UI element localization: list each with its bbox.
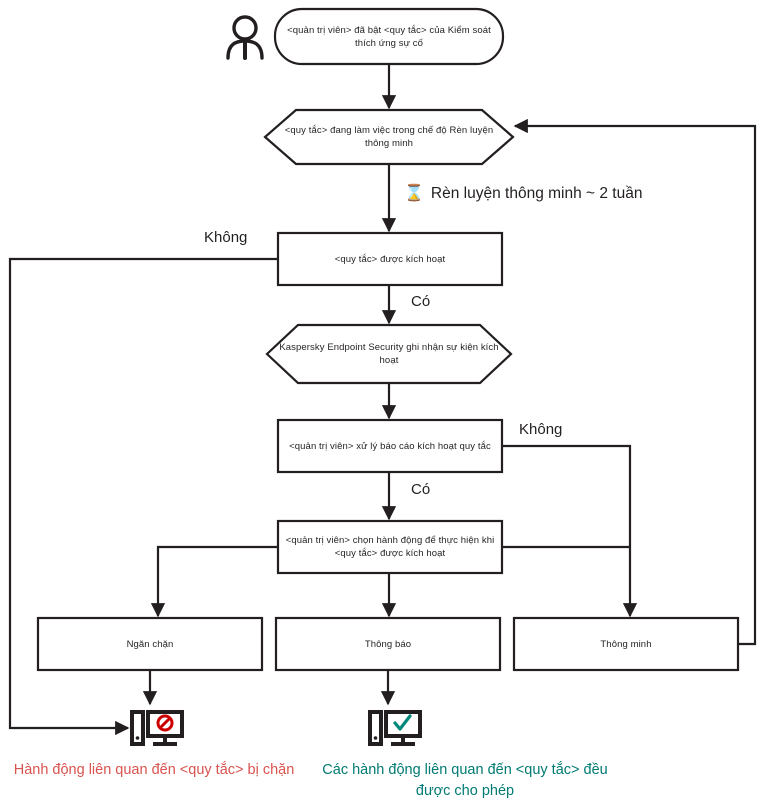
node-start-shape xyxy=(273,7,505,66)
outcome-blocked-caption: Hành động liên quan đến <quy tắc> bị chặ… xyxy=(13,762,295,778)
computer-allowed-icon xyxy=(368,710,422,746)
node-kes-event-shape xyxy=(265,323,513,385)
computer-blocked-icon xyxy=(130,710,184,746)
node-rule-triggered-shape xyxy=(276,231,504,287)
edge-action-to-block xyxy=(150,545,278,618)
person-icon xyxy=(226,15,264,60)
training-duration-label: ⌛ Rèn luyện thông minh ~ 2 tuần xyxy=(404,184,642,203)
node-action-smart-shape xyxy=(512,616,740,672)
edge-label-report-no: Không xyxy=(519,421,563,438)
node-action-block-shape xyxy=(36,616,264,672)
node-admin-report-shape xyxy=(276,418,504,474)
edge-rule-no-to-blocked xyxy=(8,257,278,736)
edge-label-report-yes: Có xyxy=(411,481,431,498)
node-admin-action-shape xyxy=(276,519,504,575)
hourglass-icon: ⌛ xyxy=(404,184,424,202)
edge-report-no-to-smart xyxy=(502,444,638,618)
edge-smart-to-training xyxy=(513,118,757,646)
edge-label-rule-yes: Có xyxy=(411,293,431,310)
outcome-allowed-caption: Các hành động liên quan đến <quy tắc> đề… xyxy=(322,762,608,799)
training-duration-text: Rèn luyện thông minh ~ 2 tuần xyxy=(430,185,643,202)
edge-label-rule-no: Không xyxy=(204,229,248,246)
node-training-mode-shape xyxy=(263,108,515,166)
node-action-notify-shape xyxy=(274,616,502,672)
